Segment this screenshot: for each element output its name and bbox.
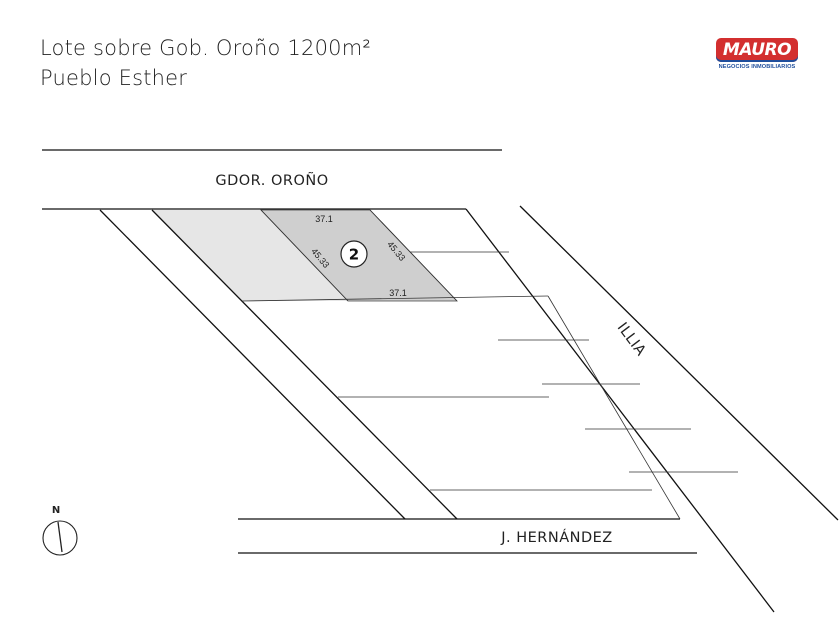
logo-subtitle: NEGOCIOS INMOBILIARIOS <box>718 64 796 70</box>
street-label-illia: ILLIA <box>614 320 649 359</box>
lot-back-line <box>547 295 681 520</box>
passage-line-west <box>99 209 406 520</box>
lot-number-badge <box>340 240 368 268</box>
page-title: Lote sobre Gob. Oroño 1200m² <box>40 36 371 60</box>
neighbor-lot <box>152 210 348 301</box>
dimension-bottom: 37.1 <box>389 288 407 298</box>
street-line-illia-west <box>519 205 839 521</box>
north-arrow-icon <box>42 520 78 556</box>
logo-wordmark: MAURO <box>716 38 798 62</box>
mauro-logo: MAURO NEGOCIOS INMOBILIARIOS <box>716 38 798 70</box>
dimension-top: 37.1 <box>315 214 333 224</box>
lot-line-left <box>260 209 349 302</box>
street-label-orono: GDOR. OROÑO <box>215 172 328 189</box>
street-label-hernandez: J. HERNÁNDEZ <box>500 529 613 546</box>
page-subtitle: Pueblo Esther <box>40 66 188 90</box>
street-line-illia-east <box>465 208 775 613</box>
lot-number: 2 <box>349 246 359 264</box>
passage-line-east <box>151 209 458 520</box>
lot-row-line <box>241 295 549 302</box>
lot-line-right <box>369 209 458 302</box>
compass-north-label: N <box>52 505 60 516</box>
